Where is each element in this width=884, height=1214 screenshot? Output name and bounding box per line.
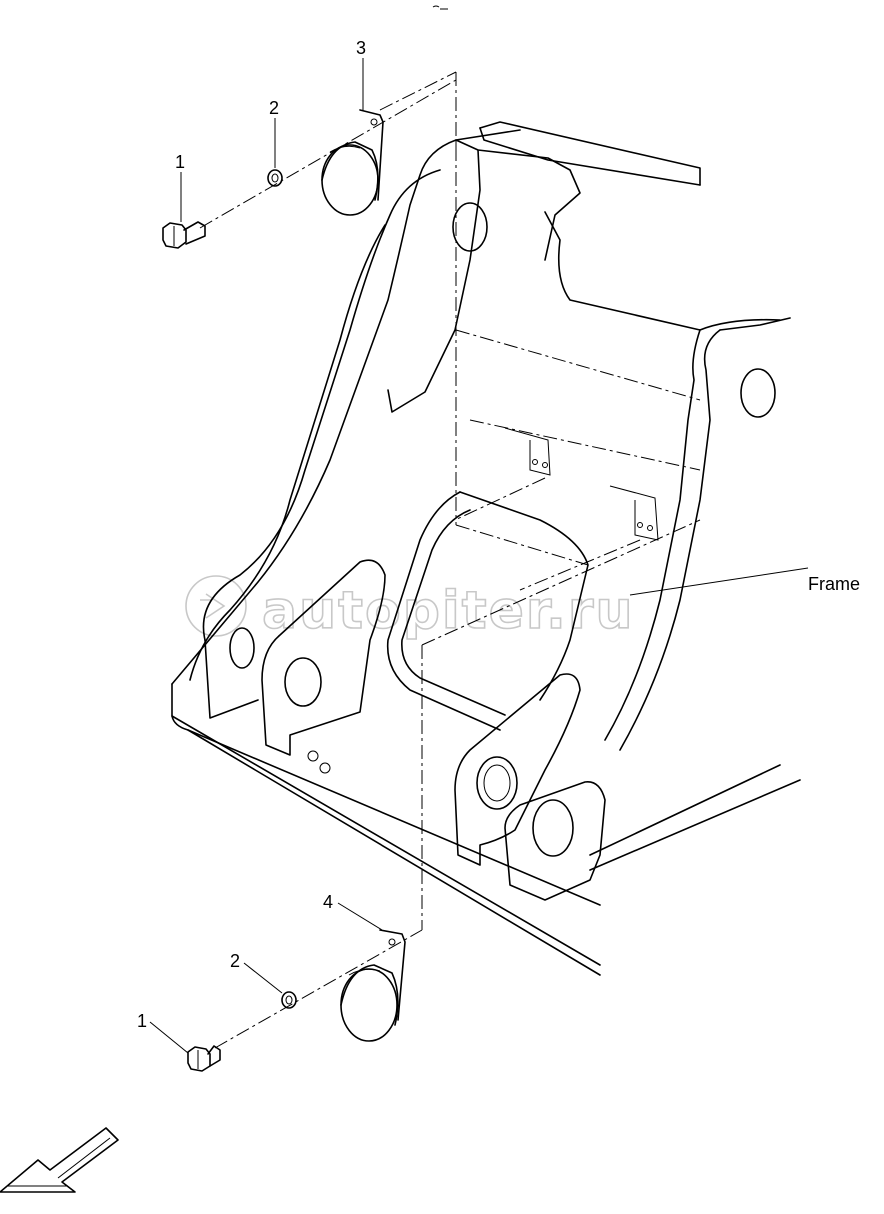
top-washer xyxy=(267,169,283,187)
watermark-text: autopiter.ru xyxy=(262,581,635,641)
callout-bottom-horn: 4 xyxy=(323,892,333,912)
bottom-horn xyxy=(340,929,406,1042)
top-horn xyxy=(321,109,384,216)
direction-arrow xyxy=(0,1127,119,1193)
top-mark xyxy=(432,5,448,10)
frame xyxy=(171,71,801,976)
bottom-washer xyxy=(281,991,297,1009)
bottom-horn-assembly xyxy=(187,929,423,1072)
top-horn-assembly xyxy=(162,79,457,249)
callout-top-horn: 3 xyxy=(356,38,366,58)
bottom-assembly-axis xyxy=(214,929,423,1049)
callout-bottom-washer: 2 xyxy=(230,951,240,971)
watermark: autopiter.ru xyxy=(185,575,635,642)
frame-label: Frame xyxy=(808,574,860,594)
callout-top-washer: 2 xyxy=(269,98,279,118)
callouts: 1 2 3 1 2 4 Frame xyxy=(137,38,860,1054)
bottom-bolt xyxy=(187,1045,221,1072)
callout-top-bolt: 1 xyxy=(175,152,185,172)
top-assembly-axis xyxy=(199,79,457,229)
callout-bottom-bolt: 1 xyxy=(137,1011,147,1031)
top-bolt xyxy=(162,221,206,249)
